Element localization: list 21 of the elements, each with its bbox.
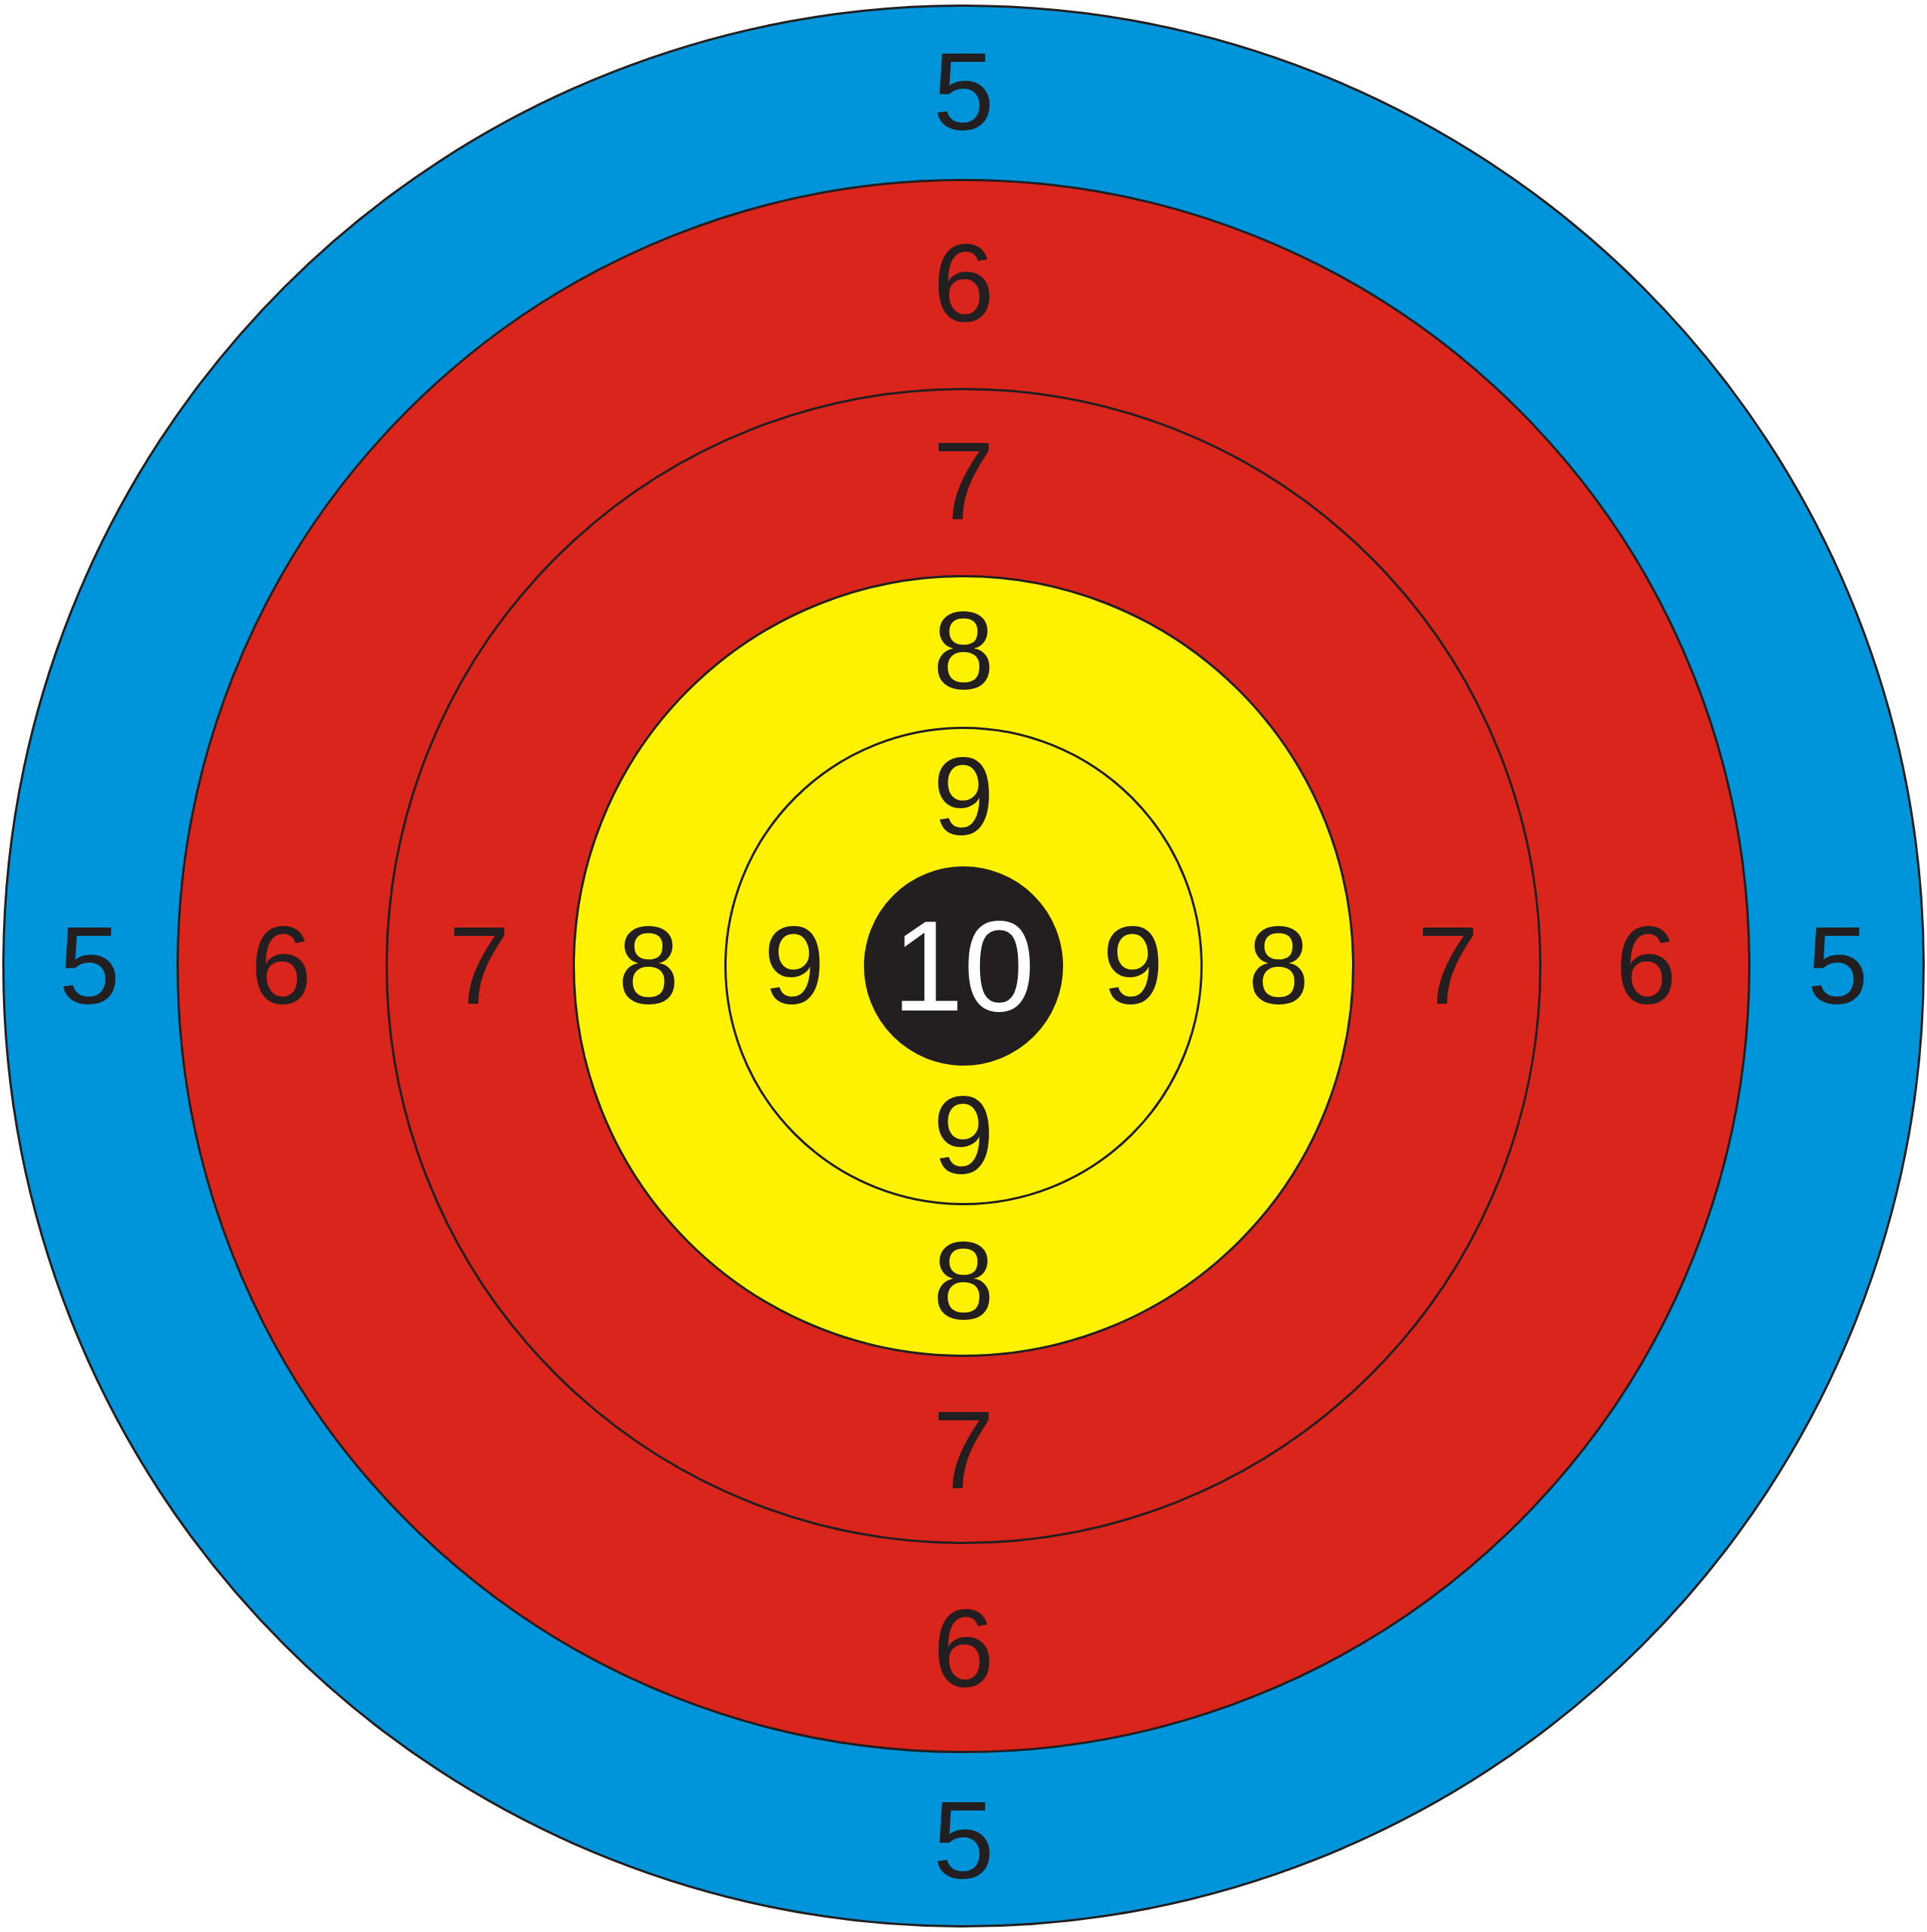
score-number: 5 bbox=[933, 36, 994, 147]
score-number: 5 bbox=[933, 1785, 994, 1896]
score-number: 9 bbox=[933, 1080, 994, 1191]
score-number: 7 bbox=[933, 426, 994, 537]
score-number: 9 bbox=[763, 911, 825, 1021]
score-number: 7 bbox=[448, 911, 510, 1021]
score-number: 8 bbox=[617, 911, 680, 1021]
score-number: 6 bbox=[1615, 911, 1677, 1021]
score-number: 10 bbox=[892, 902, 1035, 1030]
score-number: 6 bbox=[250, 911, 312, 1021]
score-number: 7 bbox=[933, 1395, 994, 1506]
score-number: 5 bbox=[1806, 911, 1869, 1021]
score-number: 8 bbox=[1247, 911, 1310, 1021]
score-number: 7 bbox=[1417, 911, 1479, 1021]
score-number: 5 bbox=[58, 911, 121, 1021]
score-number: 9 bbox=[933, 741, 994, 852]
score-number: 9 bbox=[1102, 911, 1164, 1021]
score-number: 6 bbox=[933, 1593, 994, 1704]
score-number: 8 bbox=[933, 1226, 994, 1337]
score-number: 6 bbox=[933, 228, 994, 339]
score-number: 8 bbox=[933, 595, 994, 706]
